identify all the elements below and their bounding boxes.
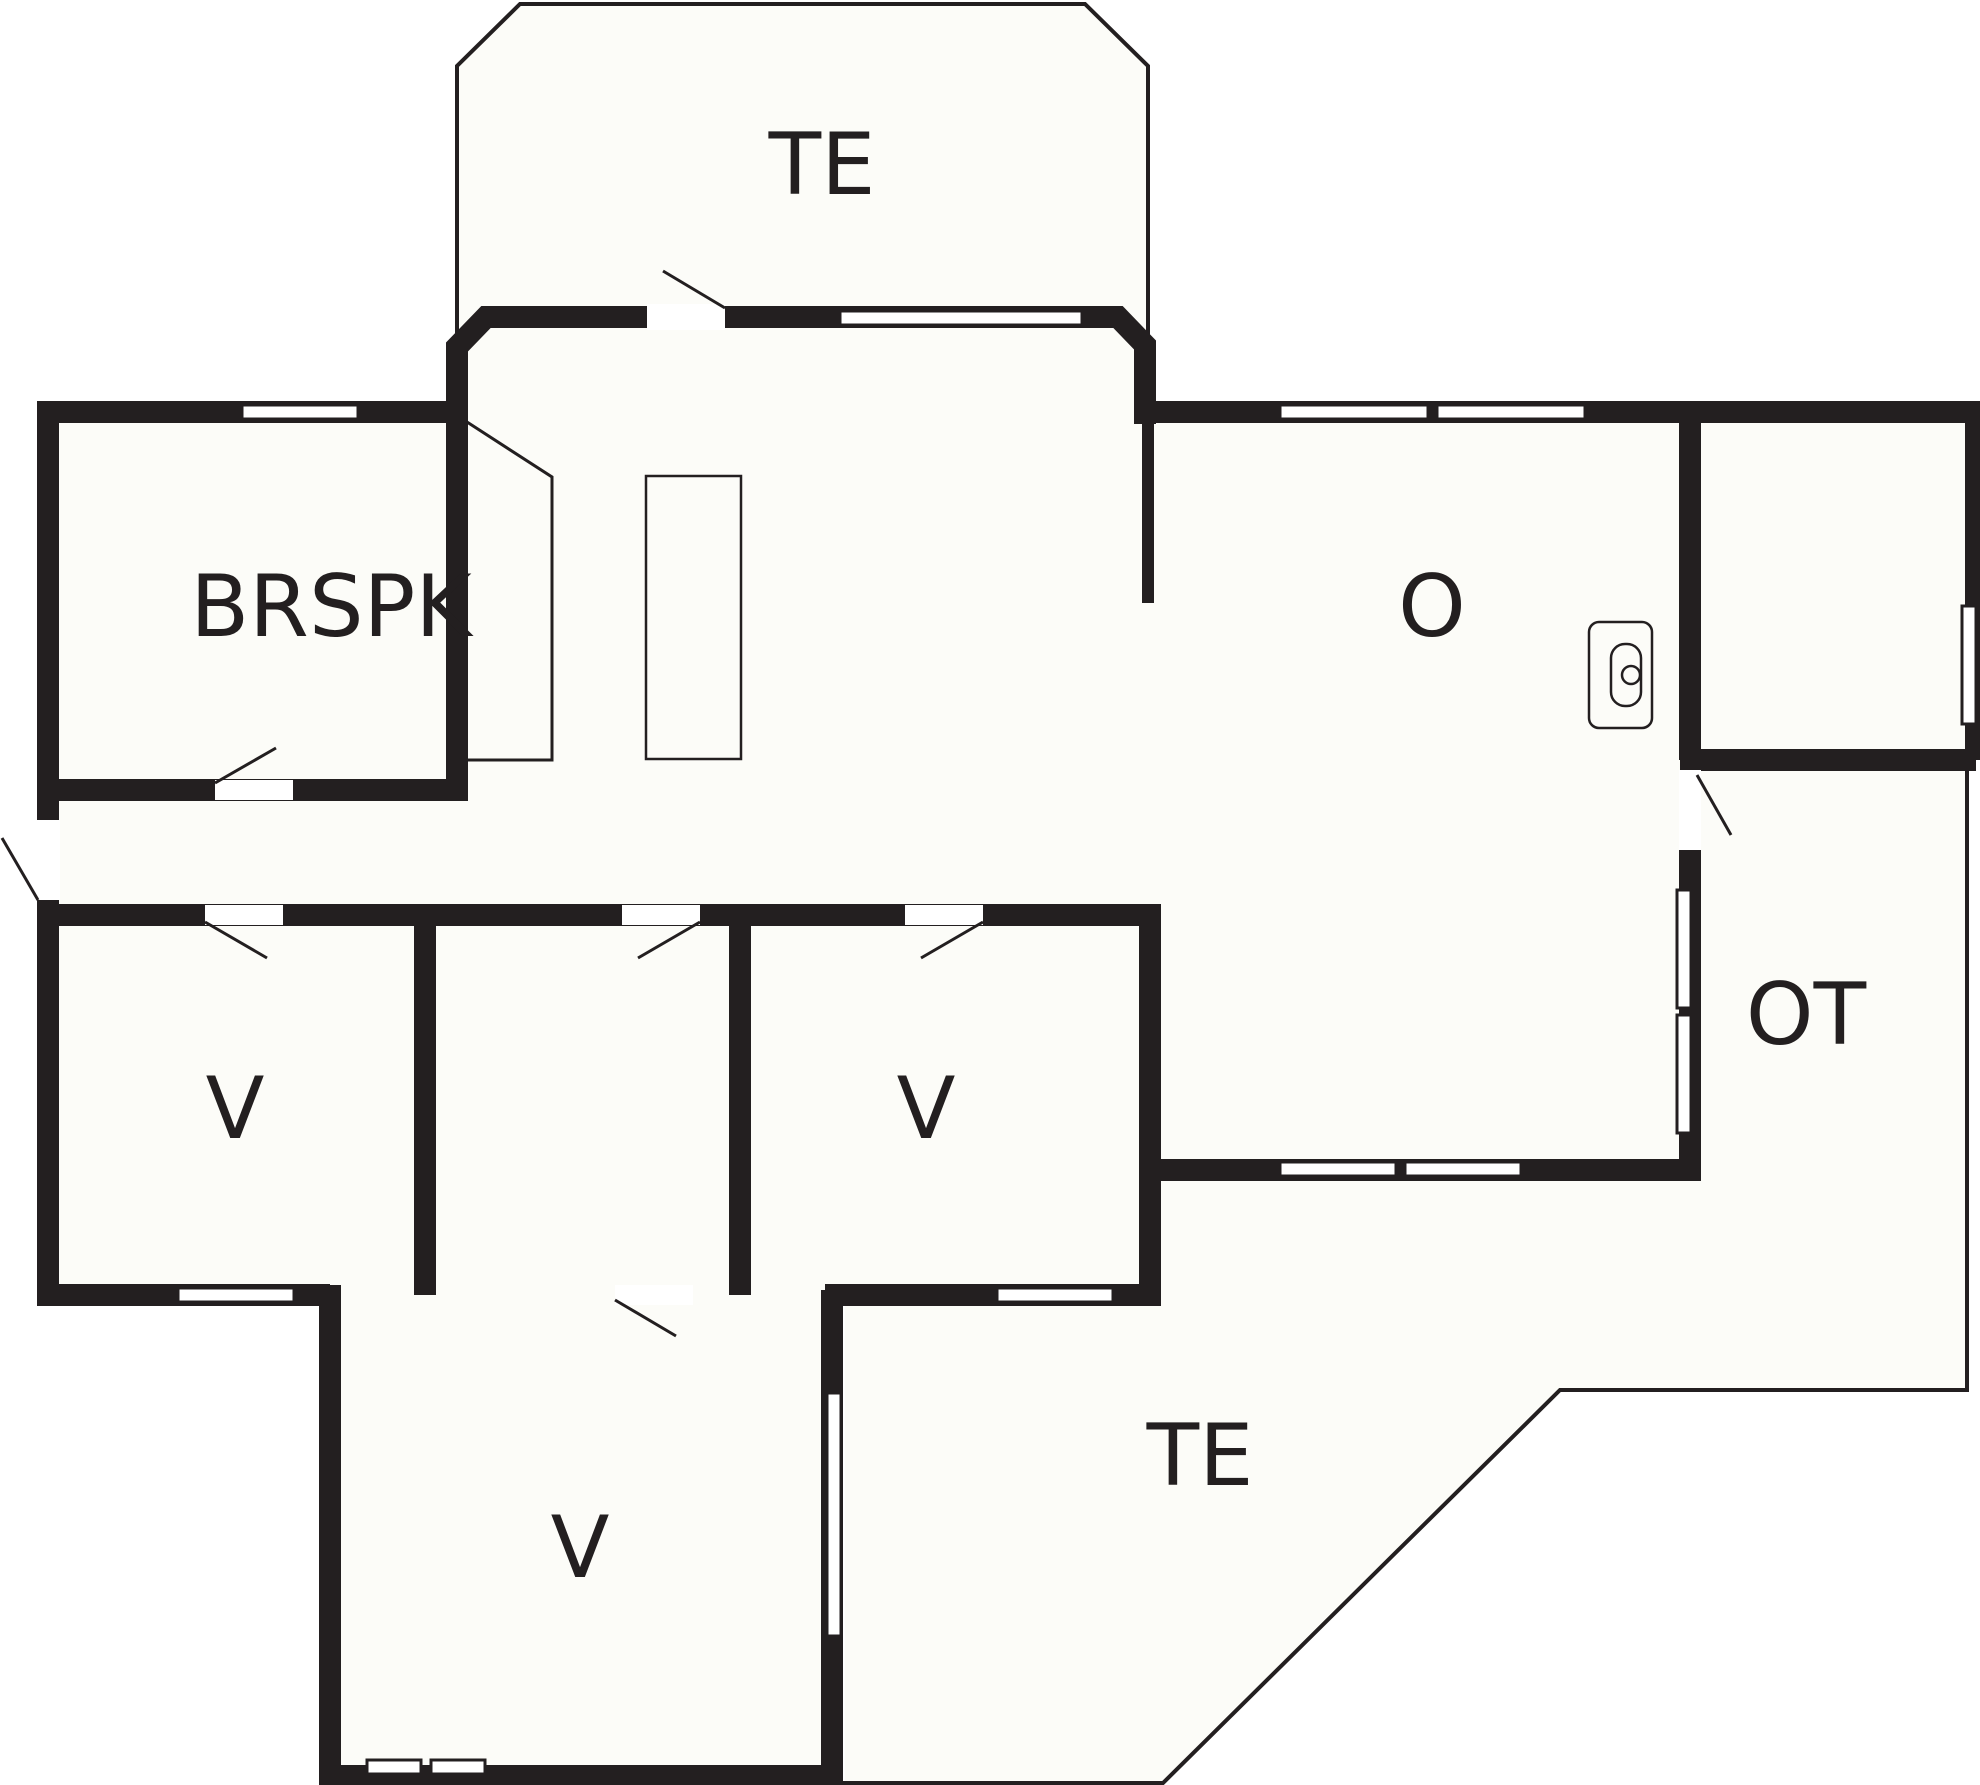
door-swings: [0, 269, 1733, 1338]
terrace-outlines: [455, 2, 1969, 1785]
floor-areas: [45, 4, 1970, 1783]
window-living-bottom-1: [1278, 1160, 1398, 1178]
window-bed1-bottom: [176, 1286, 296, 1304]
window-bed-bottom-2: [429, 1758, 487, 1776]
storage-shelf-outline: [466, 420, 554, 762]
door-gap-bed3: [905, 905, 983, 925]
door-gap-left-entry: [36, 820, 60, 900]
window-bed-bottom-1: [365, 1758, 423, 1776]
room-label-bedroom-right: V: [897, 1059, 956, 1159]
door-gap-bed2: [622, 905, 700, 925]
room-labels: TE BRSPK O V V V OT TE: [190, 115, 1866, 1598]
window-living-top-2: [1435, 403, 1587, 421]
room-label-bedroom-bottom: V: [551, 1498, 610, 1598]
terrace-top-outline: [455, 2, 1150, 340]
door-swing-entry-top: [662, 269, 726, 310]
door-swing-left-entry: [0, 837, 40, 901]
terrace-bottom-area: [845, 760, 1967, 1783]
door-gap-bed-bottom: [615, 1285, 693, 1305]
window-side-room-right: [1960, 604, 1978, 726]
interior-area: [45, 310, 1970, 1770]
terrace-bottom-outline: [800, 760, 1969, 1785]
door-openings: [36, 304, 1701, 1305]
room-label-covered-terrace: OT: [1746, 965, 1867, 1065]
fixtures: [644, 474, 1654, 761]
wall-entry-nook: [446, 306, 1156, 424]
door-gap-storage: [215, 780, 293, 800]
room-label-bedroom-left: V: [206, 1059, 265, 1159]
fireplace-icon: [644, 474, 743, 761]
room-label-living: O: [1398, 557, 1466, 657]
terrace-top-area: [457, 4, 1148, 340]
door-gap-bed1: [205, 905, 283, 925]
door-swing-terrace-right: [1695, 774, 1733, 836]
room-label-terrace-bottom: TE: [1146, 1406, 1254, 1506]
window-storage-top: [240, 403, 360, 421]
window-living-right-2: [1675, 1013, 1693, 1135]
window-bed-bottom-right: [825, 1391, 843, 1638]
door-gap-terrace-right: [1679, 770, 1701, 850]
window-bed3-bottom: [995, 1286, 1115, 1304]
window-entry-top: [838, 309, 1084, 327]
room-label-terrace-top: TE: [768, 115, 876, 215]
sink-drain: [1620, 664, 1642, 686]
room-label-storage: BRSPK: [190, 557, 474, 657]
window-living-right-1: [1675, 888, 1693, 1010]
door-swing-bed1: [204, 920, 268, 960]
wall-bottom-mid: [825, 1160, 1161, 1306]
sink-icon: [1587, 620, 1654, 730]
window-living-top-1: [1278, 403, 1430, 421]
door-gap-entry-top: [647, 304, 725, 330]
door-swing-bed2: [637, 920, 701, 960]
door-swing-storage: [214, 746, 277, 785]
window-living-bottom-2: [1403, 1160, 1523, 1178]
door-swing-bed3: [920, 920, 984, 960]
door-swing-bed-bottom: [614, 1298, 677, 1338]
windows: [176, 309, 1978, 1776]
wall-storage-right: [48, 412, 468, 801]
